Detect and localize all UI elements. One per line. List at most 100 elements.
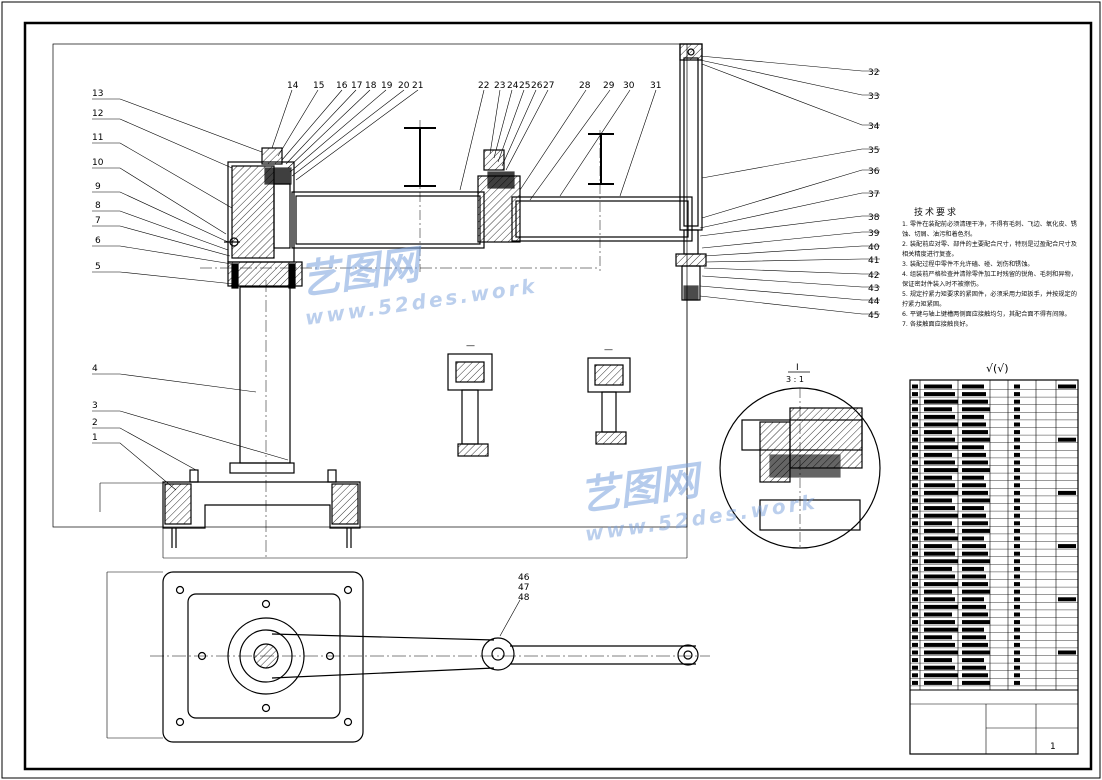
balloon-41: 41 <box>868 256 879 266</box>
parts-row-cell <box>924 544 952 549</box>
parts-row-cell <box>1014 414 1020 419</box>
technical-requirements: 技术要求 1. 零件在装配前必须清理干净，不得有毛刺、飞边、氧化皮、锈蚀、切屑、… <box>902 208 1078 330</box>
parts-row-cell <box>924 673 958 678</box>
parts-row-cell <box>912 642 918 647</box>
balloon-1: 1 <box>92 433 98 443</box>
parts-row-cell <box>924 414 955 419</box>
detail-label: I <box>796 363 799 373</box>
parts-row-cell <box>962 475 984 480</box>
balloon-20: 20 <box>398 81 410 91</box>
balloon-22: 22 <box>478 81 489 91</box>
balloon-34: 34 <box>868 122 880 132</box>
parts-row-cell <box>912 490 918 495</box>
balloon-28: 28 <box>579 81 591 91</box>
parts-row-cell <box>1014 665 1020 670</box>
parts-row-cell <box>1014 475 1020 480</box>
parts-row-cell <box>1014 620 1020 625</box>
parts-row-cell <box>924 574 955 579</box>
sheet-number: 1 <box>1050 742 1056 752</box>
parts-row-cell <box>1014 422 1020 427</box>
parts-row-cell <box>912 460 918 465</box>
view-mark-b: — <box>604 345 613 355</box>
parts-row-cell <box>924 475 952 480</box>
parts-row-cell <box>924 513 958 518</box>
balloon-48: 48 <box>518 593 530 603</box>
parts-row-cell <box>1014 521 1020 526</box>
parts-row-cell <box>962 680 990 685</box>
parts-row-cell <box>1058 544 1076 549</box>
parts-row-cell <box>924 627 958 632</box>
parts-row-cell <box>1014 559 1020 564</box>
balloon-10: 10 <box>92 158 104 168</box>
parts-row-cell <box>912 384 918 389</box>
balloon-42: 42 <box>868 271 879 281</box>
parts-row-cell <box>912 392 918 397</box>
note-7: 7. 各接触面应接触良好。 <box>902 321 972 328</box>
parts-row-cell <box>912 665 918 670</box>
note-1: 1. 零件在装配前必须清理干净，不得有毛刺、飞边、氧化皮、锈蚀、切屑、油污和着色… <box>902 221 1077 238</box>
parts-row-cell <box>912 437 918 442</box>
parts-row-cell <box>912 521 918 526</box>
parts-row-cell <box>924 680 952 685</box>
parts-row-cell <box>912 597 918 602</box>
balloon-25: 25 <box>519 81 530 91</box>
parts-row-cell <box>912 551 918 556</box>
note-4: 4. 组装前严格检查并清除零件加工时残留的锐角、毛刺和异物，保证密封件装入时不被… <box>902 271 1077 288</box>
parts-row-cell <box>912 658 918 663</box>
balloon-3: 3 <box>92 401 98 411</box>
parts-row-cell <box>912 612 918 617</box>
balloon-35: 35 <box>868 146 879 156</box>
parts-row-cell <box>1014 437 1020 442</box>
parts-row-cell <box>912 513 918 518</box>
parts-row-cell <box>1014 399 1020 404</box>
balloon-15: 15 <box>313 81 324 91</box>
balloon-23: 23 <box>494 81 505 91</box>
balloons-top: 14 15 16 17 18 19 20 21 22 23 24 25 26 2… <box>287 81 661 91</box>
parts-row-cell <box>924 483 955 488</box>
balloon-40: 40 <box>868 243 880 253</box>
parts-row-cell <box>1014 445 1020 450</box>
balloon-27: 27 <box>543 81 554 91</box>
parts-row-cell <box>1014 673 1020 678</box>
parts-row-cell <box>924 665 955 670</box>
balloon-16: 16 <box>336 81 348 91</box>
parts-row-cell <box>1014 506 1020 511</box>
note-6: 6. 平键与轴上键槽两侧面应接触均匀，其配合面不得有间隙。 <box>902 311 1071 318</box>
parts-row-cell <box>1014 566 1020 571</box>
balloon-8: 8 <box>95 201 101 211</box>
leaders-top <box>271 89 657 201</box>
parts-row-cell <box>962 536 984 541</box>
parts-row-cell <box>924 589 952 594</box>
parts-row-cell <box>924 521 952 526</box>
balloon-6: 6 <box>95 236 101 246</box>
balloons-plan: 46 47 48 <box>518 573 530 603</box>
parts-row-cell <box>962 414 984 419</box>
balloon-30: 30 <box>623 81 635 91</box>
parts-row-cell <box>962 498 990 503</box>
notes-title: 技术要求 <box>914 208 959 218</box>
parts-row-cell <box>962 521 988 526</box>
parts-row-cell <box>962 399 988 404</box>
parts-row-cell <box>912 498 918 503</box>
parts-row-cell <box>962 635 986 640</box>
parts-row-cell <box>962 612 988 617</box>
parts-row-cell <box>962 460 988 465</box>
parts-row-cell <box>912 589 918 594</box>
balloon-21: 21 <box>412 81 423 91</box>
parts-row-cell <box>924 468 958 473</box>
balloon-26: 26 <box>531 81 543 91</box>
parts-row-cell <box>1058 490 1076 495</box>
parts-row-cell <box>924 658 952 663</box>
parts-row-cell <box>912 399 918 404</box>
parts-row-cell <box>924 384 952 389</box>
balloon-38: 38 <box>868 213 880 223</box>
parts-row-cell <box>1014 680 1020 685</box>
parts-row-cell <box>912 627 918 632</box>
parts-row-cell <box>962 665 986 670</box>
parts-row-cell <box>924 620 955 625</box>
parts-row-cell <box>924 407 952 412</box>
balloon-7: 7 <box>95 216 101 226</box>
parts-row-cell <box>1014 612 1020 617</box>
parts-row-cell <box>962 483 986 488</box>
section-view-a <box>447 353 493 457</box>
